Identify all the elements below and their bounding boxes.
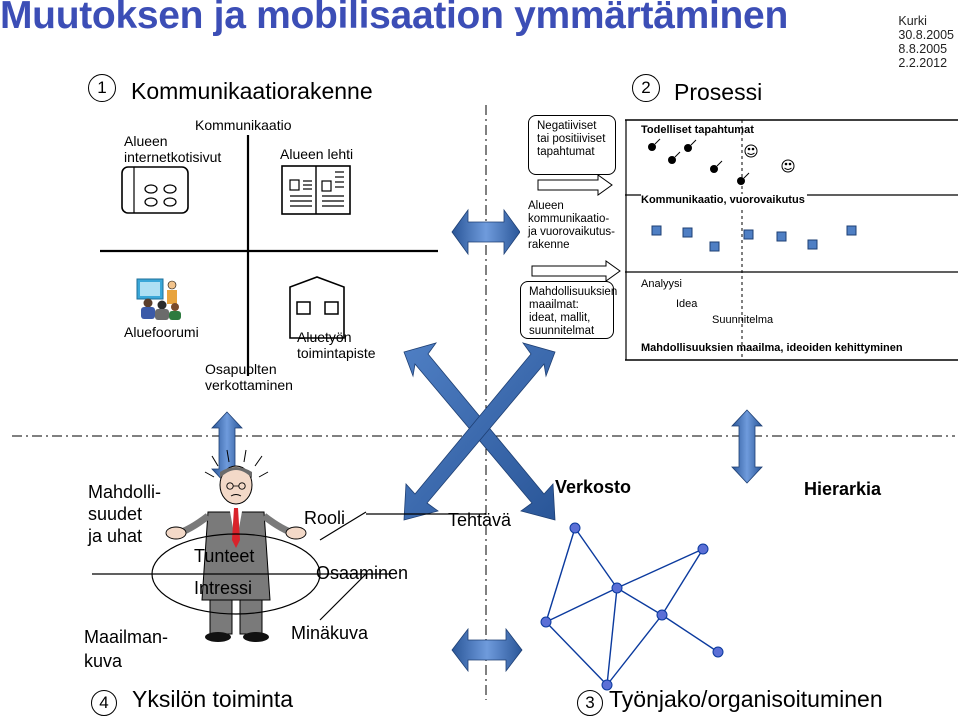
label-tehtava: Tehtävä (448, 510, 512, 530)
section-number-2: 2 (632, 74, 660, 102)
process-timeline-frame (625, 119, 958, 361)
date-1: 30.8.2005 (898, 28, 954, 42)
author-name: Kurki (898, 14, 927, 28)
label-todelliset-tapahtumat: Todelliset tapahtumat (641, 124, 754, 136)
box-mahdollisuuksien-maailmat: Mahdollisuuksien maailmat: ideat, mallit… (520, 281, 617, 339)
section-heading-yksilon-toiminta: Yksilön toiminta (132, 686, 294, 712)
bomb-icon (737, 172, 750, 185)
label-osaaminen: Osaaminen (316, 563, 409, 583)
smiley-icon (744, 144, 758, 158)
process-arrow-2 (531, 260, 621, 282)
arrow-diagonal-cross (403, 342, 556, 521)
label-suunnitelma: Suunnitelma (712, 314, 774, 326)
label-minakuva: Minäkuva (291, 623, 369, 643)
date-2: 8.8.2005 (898, 42, 948, 56)
bomb-icon (684, 139, 697, 152)
label-rooli: Rooli (304, 508, 346, 528)
label-verkosto: Verkosto (555, 477, 632, 497)
bomb-icon (668, 151, 681, 164)
building-icon (289, 276, 345, 339)
label-alueen-lehti: Alueen lehti (280, 146, 354, 162)
arrow-vertical-right (731, 409, 763, 484)
bomb-icon (648, 138, 661, 151)
box-kommunikaatiorakenne: Alueen kommunikaatio- ja vuorovaikutus- … (520, 196, 616, 258)
forum-meeting-icon (136, 278, 181, 320)
label-kommunikaatio: Kommunikaatio (195, 117, 292, 133)
section-number-3: 3 (577, 690, 603, 716)
newspaper-icon (281, 165, 351, 215)
process-arrow-1 (537, 174, 613, 196)
smiley-icons (744, 144, 795, 173)
q4-line-minakuva (319, 573, 367, 621)
section-heading-tyonjako: Työnjako/organisoituminen (609, 686, 883, 712)
section-heading-kommunikaatiorakenne: Kommunikaatiorakenne (131, 78, 373, 104)
label-mahdollisuuksien-maailma: Mahdollisuuksien maailma, ideoiden kehit… (641, 342, 903, 354)
section-number-1: 1 (88, 74, 116, 102)
smiley-icon (781, 159, 795, 173)
label-aluefoorumi: Aluefoorumi (124, 324, 199, 340)
label-kommunikaatio-vuorovaikutus: Kommunikaatio, vuorovaikutus (641, 194, 807, 207)
event-icons (648, 138, 750, 185)
page-title: Muutoksen ja mobilisaation ymmärtäminen (0, 0, 788, 37)
label-tunteet: Tunteet (194, 546, 255, 566)
businessman-figure (165, 449, 307, 642)
label-intressi: Intressi (194, 578, 253, 598)
bomb-icon (710, 160, 723, 173)
section-heading-prosessi: Prosessi (674, 79, 763, 105)
label-maailmankuva: Maailman-kuva (84, 627, 169, 671)
label-analyysi: Analyysi (641, 278, 682, 290)
network-graph (540, 522, 724, 691)
section-number-4: 4 (91, 690, 117, 716)
arrow-horizontal-bottom (451, 627, 523, 673)
date-3: 2.2.2012 (898, 56, 948, 70)
label-idea: Idea (676, 298, 698, 310)
label-hierarkia: Hierarkia (804, 479, 882, 499)
box-tapahtumat: Negatiiviset tai positiiviset tapahtumat (528, 115, 616, 175)
internet-site-icon (121, 166, 189, 214)
communication-squares (651, 225, 857, 252)
q4-line-rooli (319, 511, 367, 541)
